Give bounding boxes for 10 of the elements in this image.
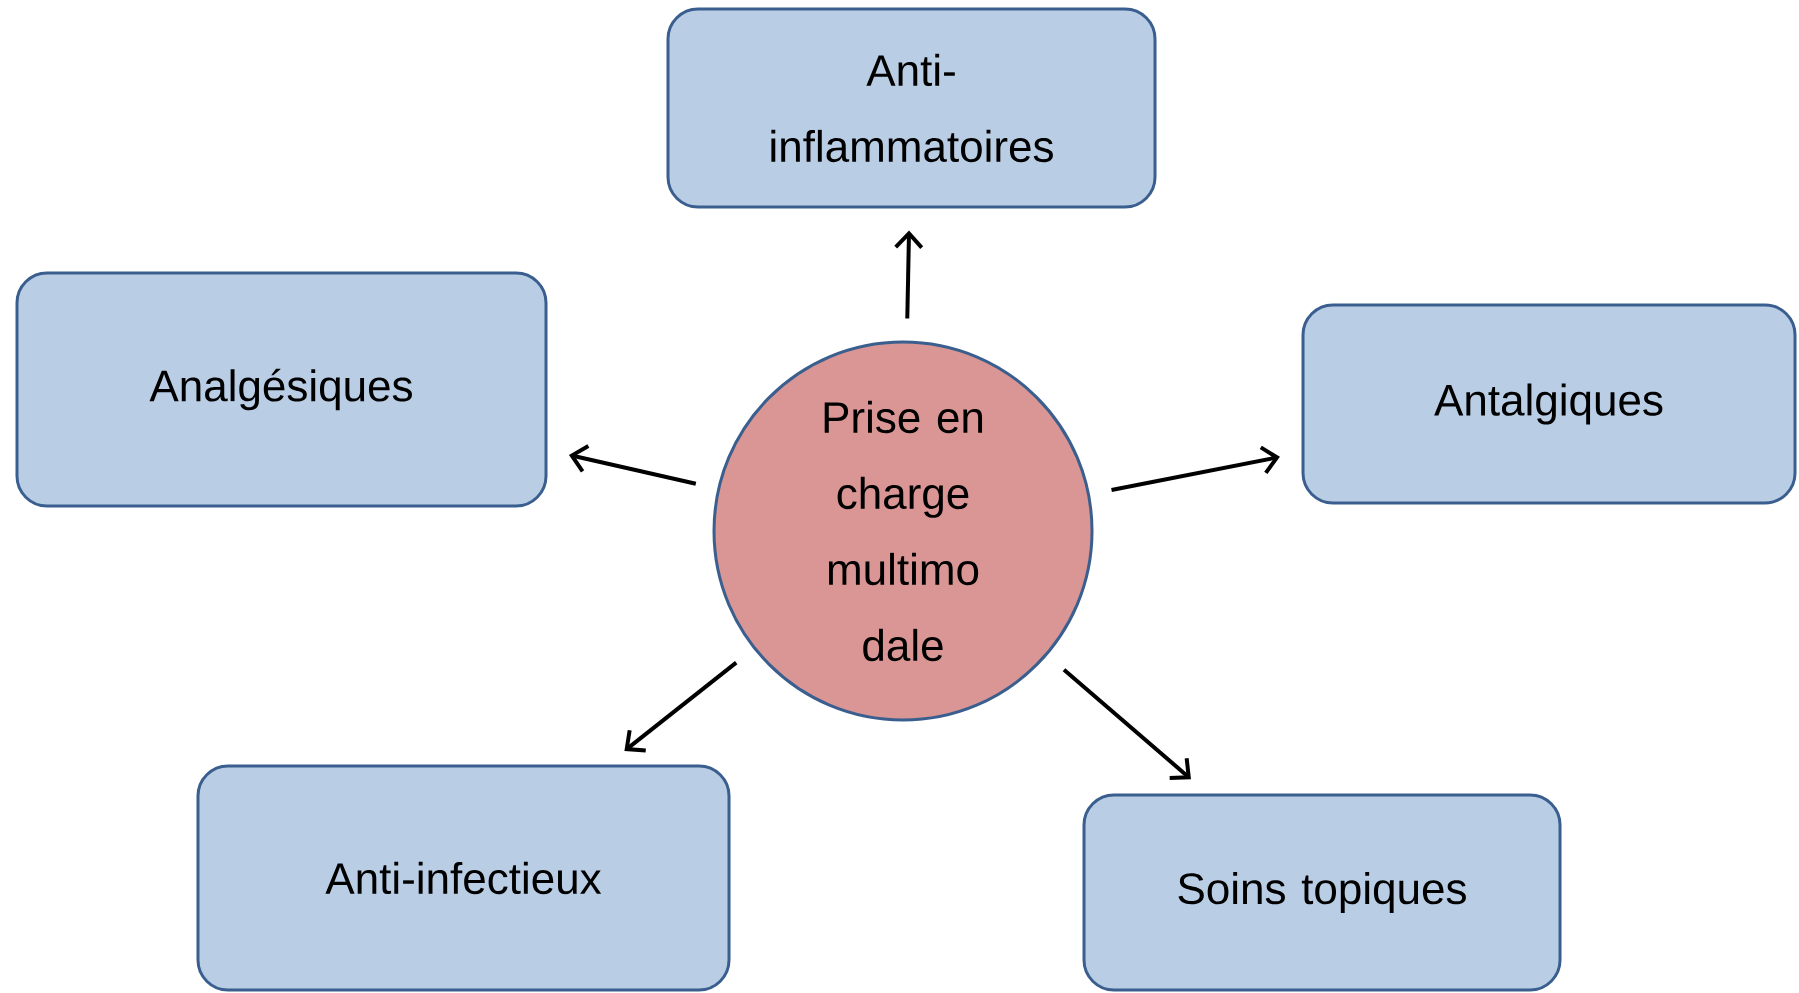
arrow: [624, 661, 738, 753]
rounded-box: Soins topiques: [1082, 793, 1562, 992]
arrow: [1111, 445, 1280, 492]
arrow: [894, 230, 924, 319]
rounded-box: Analgésiques: [15, 271, 548, 508]
rounded-box: Anti-inflammatoires: [666, 7, 1157, 209]
rounded-box: Anti-infectieux: [196, 764, 731, 992]
rounded-box: Antalgiques: [1301, 303, 1797, 505]
arrow: [1062, 668, 1191, 780]
arrow: [568, 444, 697, 486]
